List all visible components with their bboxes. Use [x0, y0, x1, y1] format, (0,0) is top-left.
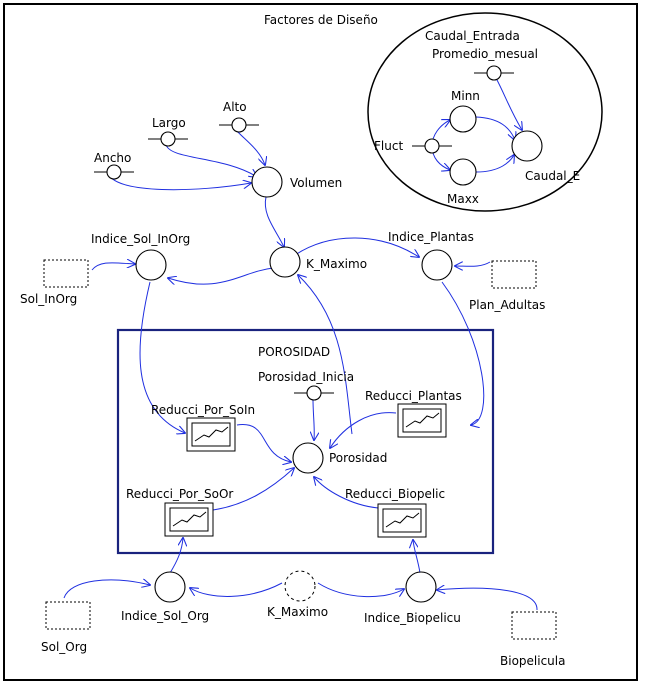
link-maxx-caudale [475, 155, 514, 173]
graph-reducci-plantas-label: Reducci_Plantas [365, 389, 462, 403]
link-ancho-volumen [107, 171, 251, 191]
converter-k-maximo-label: K_Maximo [306, 257, 367, 271]
converter-minn-label: Minn [451, 89, 480, 103]
diagram-title: Factores de Diseño [264, 13, 378, 27]
converter-indice-sol-inorg[interactable]: Indice_Sol_InOrg [91, 232, 190, 281]
porosidad-sector[interactable] [116, 328, 495, 555]
link-reduccisoor-porosidad [212, 468, 294, 511]
source-biopelicula[interactable]: Biopelicula [500, 611, 565, 668]
converter-k-maximo-ghost[interactable]: K_Maximo [267, 570, 328, 619]
graph-reducci-por-soin-label: Reducci_Por_SoIn [151, 403, 255, 417]
converter-caudal-e-label: Caudal_E [525, 169, 580, 183]
converter-porosidad[interactable]: Porosidad [292, 442, 387, 474]
constant-ancho-label: Ancho [94, 151, 131, 165]
constant-promedio-mesual-label: Promedio_mesual [432, 47, 538, 61]
source-plan-adultas-label: Plan_Adultas [469, 298, 545, 312]
link-solinorg-indicesolinorg [91, 263, 135, 271]
constant-alto[interactable]: Alto [219, 100, 259, 133]
link-solorg-indicesolorg [63, 580, 150, 599]
converter-maxx[interactable]: Maxx [447, 158, 479, 206]
constant-porosidad-inicia[interactable]: Porosidad_Inicia [258, 370, 354, 401]
converter-indice-biopelicu-label: Indice_Biopelicu [364, 611, 461, 625]
link-kmaximoghost-indicebiopelicu [317, 582, 404, 598]
constant-porosidad-inicia-label: Porosidad_Inicia [258, 370, 354, 384]
link-indiceplantas-reducciplantas [441, 281, 485, 425]
link-indicesolinorg-reduccisoin [139, 281, 185, 433]
source-sol-inorg-label: Sol_InOrg [20, 292, 77, 306]
constant-promedio-mesual[interactable]: Promedio_mesual [432, 47, 538, 81]
converter-volumen-label: Volumen [290, 176, 342, 190]
constant-alto-label: Alto [223, 100, 247, 114]
link-reducciplantas-porosidad [330, 412, 397, 448]
converter-minn[interactable]: Minn [449, 89, 480, 133]
graph-reducci-por-soor[interactable]: Reducci_Por_SoOr [126, 487, 233, 537]
converter-k-maximo[interactable]: K_Maximo [269, 246, 367, 278]
converter-volumen[interactable]: Volumen [251, 166, 342, 198]
constant-fluct[interactable]: Fluct [374, 138, 452, 154]
link-kmaximoghost-indicesolorg [190, 582, 283, 597]
link-kmaximo-indicesolinorg [168, 267, 274, 284]
graph-reducci-por-soor-label: Reducci_Por_SoOr [126, 487, 233, 501]
link-kmaximo-indiceplantas [294, 237, 419, 257]
link-reduccibiopelic-porosidad [314, 477, 379, 509]
graph-reducci-por-soin[interactable]: Reducci_Por_SoIn [151, 403, 255, 452]
link-volumen-kmaximo [264, 196, 284, 247]
link-reduccisoin-porosidad [236, 424, 291, 462]
converter-caudal-e[interactable]: Caudal_E [511, 130, 580, 183]
link-promediomesual-caudale [495, 77, 522, 130]
window-frame [3, 3, 638, 681]
connectors [63, 77, 538, 611]
converter-maxx-label: Maxx [447, 192, 479, 206]
link-porosidadinicia-porosidad [313, 398, 314, 440]
graph-reducci-biopelic[interactable]: Reducci_Biopelic [345, 487, 445, 538]
link-minn-caudale [475, 116, 515, 140]
source-sol-inorg[interactable]: Sol_InOrg [20, 259, 89, 306]
constant-largo[interactable]: Largo [148, 116, 188, 147]
constant-ancho[interactable]: Ancho [94, 151, 134, 180]
caudal-entrada-label: Caudal_Entrada [425, 29, 520, 43]
converter-indice-plantas[interactable]: Indice_Plantas [388, 230, 474, 281]
source-biopelicula-label: Biopelicula [500, 654, 565, 668]
source-plan-adultas[interactable]: Plan_Adultas [469, 260, 545, 312]
converter-k-maximo-ghost-label: K_Maximo [267, 605, 328, 619]
link-biopelicula-indicebiopelicu [437, 588, 538, 611]
converter-indice-plantas-label: Indice_Plantas [388, 230, 474, 244]
converter-indice-sol-inorg-label: Indice_Sol_InOrg [91, 232, 190, 246]
source-sol-org[interactable]: Sol_Org [41, 601, 91, 654]
link-indicebiopelicu-reduccibiopelic [413, 540, 421, 574]
source-sol-org-label: Sol_Org [41, 640, 87, 654]
converter-indice-sol-org[interactable]: Indice_Sol_Org [121, 571, 209, 623]
converter-indice-sol-org-label: Indice_Sol_Org [121, 609, 209, 623]
graph-reducci-plantas[interactable]: Reducci_Plantas [365, 389, 462, 438]
constant-largo-label: Largo [152, 116, 186, 130]
link-indicesolorg-reduccisoor [169, 538, 183, 574]
caudal-sector [367, 12, 603, 212]
converter-porosidad-label: Porosidad [329, 451, 387, 465]
link-kmaximo-porosidad [298, 275, 353, 435]
graph-reducci-biopelic-label: Reducci_Biopelic [345, 487, 445, 501]
link-planadultas-indiceplantas [455, 262, 491, 266]
constant-fluct-label: Fluct [374, 139, 403, 153]
link-largo-volumen [165, 143, 257, 177]
porosidad-sector-label: POROSIDAD [258, 345, 330, 359]
converter-indice-biopelicu[interactable]: Indice_Biopelicu [364, 571, 461, 625]
link-alto-volumen [235, 129, 265, 165]
